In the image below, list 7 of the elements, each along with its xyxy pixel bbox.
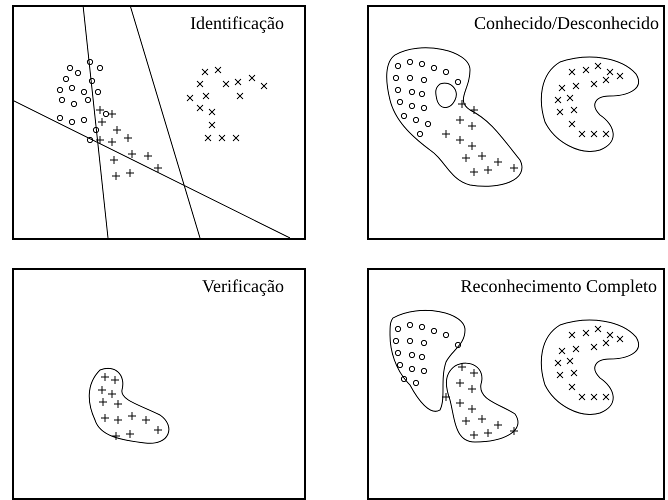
plot-panel bbox=[367, 268, 665, 500]
panel-title: Conhecido/Desconhecido bbox=[474, 13, 659, 34]
panel-title: Verificação bbox=[202, 276, 284, 297]
plot-panel bbox=[367, 5, 665, 240]
panel-title: Identificação bbox=[190, 13, 284, 34]
plot-panel bbox=[12, 268, 306, 500]
panel-title: Reconhecimento Completo bbox=[460, 276, 657, 297]
